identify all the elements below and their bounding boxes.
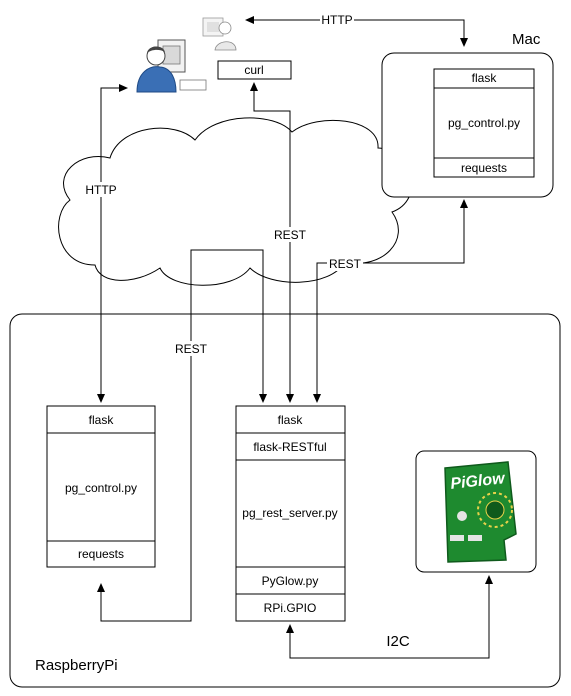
http-user-pi-label: HTTP (85, 183, 116, 197)
pi-center-flask-restful-label: flask-RESTful (253, 440, 326, 454)
pi-center-flask-label: flask (278, 413, 304, 427)
pi-center-rpi-gpio-label: RPi.GPIO (264, 601, 317, 615)
i2c-connector (286, 575, 493, 659)
pi-center-pyglow-label: PyGlow.py (262, 574, 319, 588)
mac-flask-label: flask (472, 71, 498, 85)
i2c-label: I2C (386, 633, 410, 650)
pi-left-flask-label: flask (89, 413, 115, 427)
mac-stack: flask pg_control.py requests (433, 68, 535, 178)
rest-pi-mac-connector (313, 199, 468, 403)
user-at-computer-icon (136, 17, 237, 93)
rest-pi-left-center-label: REST (175, 342, 208, 356)
pi-center-stack: flask flask-RESTful pg_rest_server.py Py… (235, 405, 346, 622)
rest-curl-pi-connector (250, 82, 294, 403)
curl-label: curl (244, 63, 263, 77)
rest-pi-mac-label: REST (329, 257, 362, 271)
curl-box (217, 60, 292, 80)
pi-left-stack: flask pg_control.py requests (46, 405, 156, 568)
http-user-mac-connector (245, 16, 468, 47)
http-user-mac-label: HTTP (321, 13, 352, 27)
raspberrypi-label: RaspberryPi (35, 657, 118, 674)
rest-pi-left-center-connector (97, 249, 267, 622)
pi-left-requests-label: requests (78, 547, 124, 561)
mac-pg-control-label: pg_control.py (448, 116, 520, 130)
pi-left-pg-control-label: pg_control.py (65, 481, 137, 495)
mac-label: Mac (512, 31, 541, 48)
piglow-board-text: PiGlow (450, 470, 507, 493)
piglow-board: PiGlow (415, 450, 537, 573)
http-user-pi-connector (97, 84, 128, 403)
mac-requests-label: requests (461, 161, 507, 175)
pi-center-rest-server-label: pg_rest_server.py (242, 506, 337, 520)
rest-curl-pi-label: REST (274, 228, 307, 242)
